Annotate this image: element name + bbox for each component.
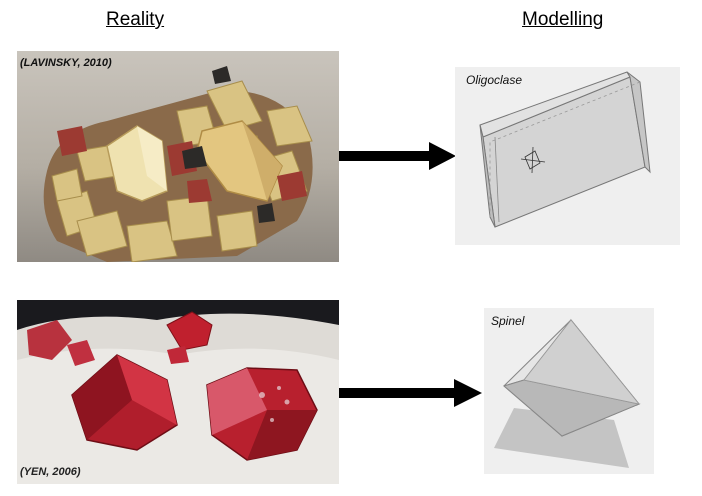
oligoclase-photo-art [43, 66, 313, 262]
modelling-heading: Modelling [522, 9, 604, 30]
spinel-model-crystal [494, 318, 641, 468]
photo-credit-yen: (YEN, 2006) [20, 466, 81, 478]
spinel-photo-art [17, 311, 339, 484]
arrow-reality-to-model-1 [339, 142, 456, 170]
oligoclase-model-panel: Oligoclase [455, 67, 680, 245]
photo-credit-lavinsky: (LAVINSKY, 2010) [20, 57, 112, 69]
spinel-label: Spinel [491, 314, 525, 328]
arrow-reality-to-model-2 [339, 379, 482, 407]
reality-heading: Reality [106, 9, 165, 30]
oligoclase-model-crystal [479, 71, 651, 228]
spinel-model-panel: Spinel [484, 308, 654, 474]
oligoclase-label: Oligoclase [466, 73, 523, 87]
spinel-photo: (YEN, 2006) [17, 300, 339, 484]
oligoclase-photo: (LAVINSKY, 2010) [17, 51, 339, 262]
